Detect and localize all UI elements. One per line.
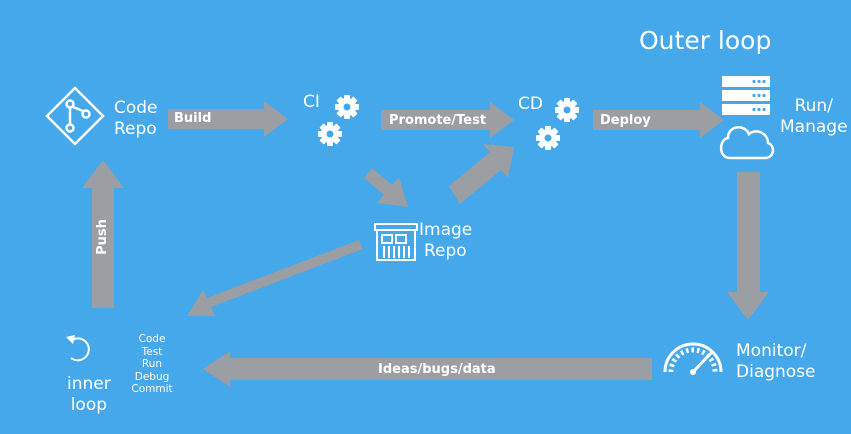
- inner-step-code: Code: [138, 333, 166, 345]
- image-repo-label: Image Repo: [419, 220, 472, 262]
- run-manage-label-line-1: Run/: [794, 96, 833, 116]
- code-repo-label-line-1: Code: [114, 98, 158, 118]
- deploy-arrow: [593, 102, 724, 138]
- image-repo-label-line-2: Repo: [424, 241, 467, 261]
- build-arrow-label: Build: [174, 111, 212, 126]
- inner-step-commit: Commit: [131, 383, 173, 395]
- cloud-icon: [719, 126, 775, 160]
- container-registry-icon: [374, 223, 418, 261]
- image-repo-label-line-1: Image: [419, 220, 473, 240]
- image-repo-inner-loop-arrow: [187, 240, 363, 316]
- ci-image-repo-arrow: [364, 168, 408, 207]
- inner-loop-label: inner loop: [67, 374, 111, 416]
- build-arrow: [168, 101, 288, 137]
- promote-test-arrow: [381, 102, 514, 138]
- inner-loop-steps: Code Test Run Debug Commit: [128, 333, 176, 396]
- push-arrow: [82, 160, 124, 308]
- code-repo-label: Code Repo: [114, 98, 158, 140]
- promote-test-arrow-label: Promote/Test: [389, 113, 487, 128]
- server-icon: [722, 76, 770, 115]
- git-repo-icon: [45, 86, 105, 146]
- cd-label: CD: [518, 94, 543, 114]
- push-arrow-label: Push: [95, 219, 110, 255]
- ci-gear-icon-1: [335, 95, 359, 119]
- deploy-arrow-label: Deploy: [600, 113, 651, 128]
- monitor-arrow: [727, 172, 769, 320]
- gauge-icon: [663, 342, 723, 375]
- inner-loop-label-line-1: inner: [67, 374, 111, 394]
- image-repo-cd-arrow: [449, 144, 514, 204]
- code-repo-label-line-2: Repo: [114, 119, 157, 139]
- outer-loop-title: Outer loop: [639, 26, 772, 55]
- run-manage-label-line-2: Manage: [780, 117, 848, 137]
- monitor-diagnose-label-line-2: Diagnose: [736, 362, 816, 382]
- inner-step-debug: Debug: [134, 370, 170, 383]
- ideas-bugs-data-arrow-label: Ideas/bugs/data: [378, 362, 496, 377]
- run-manage-label: Run/ Manage: [780, 96, 848, 138]
- refresh-icon: [66, 335, 90, 362]
- inner-step-run: Run: [141, 358, 163, 370]
- cd-gear-icon-1: [555, 98, 579, 122]
- cd-gear-icon-2: [536, 126, 560, 150]
- ci-label: CI: [303, 92, 320, 112]
- inner-step-test: Test: [141, 345, 163, 358]
- monitor-diagnose-label: Monitor/ Diagnose: [736, 341, 816, 383]
- inner-loop-label-line-2: loop: [70, 395, 108, 415]
- ideas-bugs-data-arrow: [203, 351, 652, 387]
- ci-gear-icon-2: [318, 122, 342, 146]
- monitor-diagnose-label-line-1: Monitor/: [736, 341, 807, 361]
